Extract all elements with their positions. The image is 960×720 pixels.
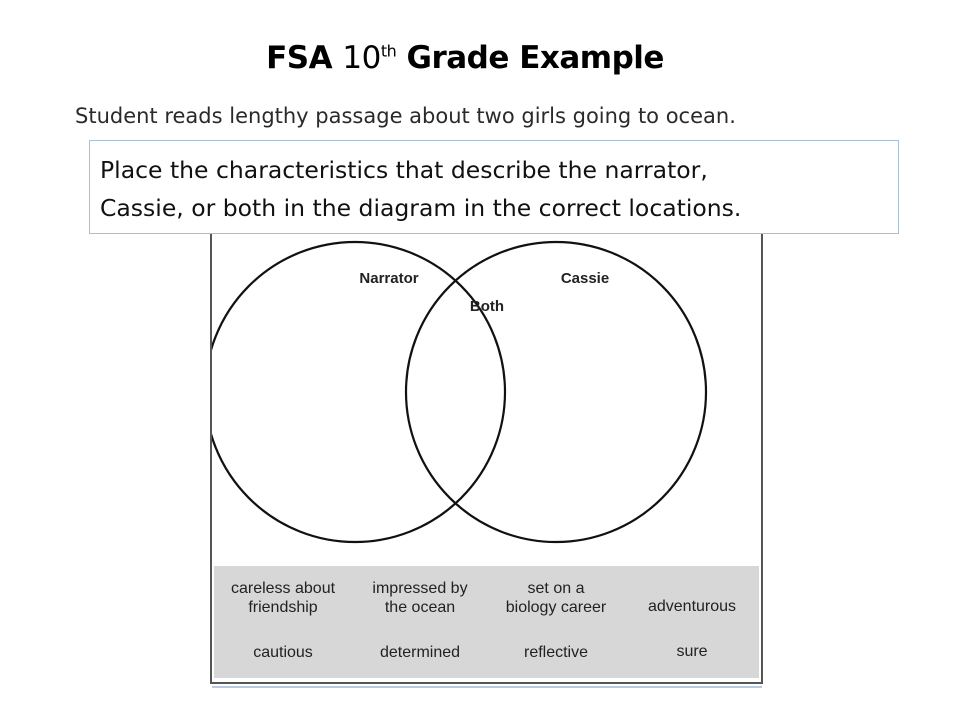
- tile-set-on-a-biology-career[interactable]: set on a biology career: [488, 579, 624, 617]
- slide-subtitle: Student reads lengthy passage about two …: [75, 104, 736, 128]
- answer-tile-tray: careless about friendship impressed by t…: [214, 566, 759, 678]
- tile-text-line-1: impressed by: [372, 580, 468, 597]
- cassie-drop-zone[interactable]: [404, 240, 708, 544]
- title-grade: 10: [342, 40, 381, 76]
- tile-text-line-2: the ocean: [384, 599, 456, 616]
- tile-cautious[interactable]: cautious: [215, 643, 351, 662]
- tile-text-line-2: friendship: [248, 599, 318, 616]
- venn-question-panel: Narrator Cassie Both careless about frie…: [210, 232, 763, 684]
- panel-bottom-divider: [212, 686, 762, 688]
- venn-diagram: Narrator Cassie Both: [212, 240, 708, 544]
- tile-adventurous[interactable]: adventurous: [624, 597, 760, 616]
- title-rest: Grade Example: [406, 40, 665, 76]
- tile-text: sure: [676, 643, 708, 660]
- tile-determined[interactable]: determined: [352, 643, 488, 662]
- tile-careless-about-friendship[interactable]: careless about friendship: [215, 579, 351, 617]
- narrator-drop-zone[interactable]: [212, 240, 507, 544]
- instruction-line-2: Cassie, or both in the diagram in the co…: [100, 194, 742, 222]
- tile-text-line-1: careless about: [230, 580, 336, 597]
- title-grade-suffix: th: [380, 41, 397, 61]
- tile-text-line-2: biology career: [505, 599, 607, 616]
- tile-text: cautious: [253, 644, 313, 661]
- instruction-line-1: Place the characteristics that describe …: [100, 156, 708, 184]
- tile-sure[interactable]: sure: [624, 642, 760, 661]
- cassie-label: Cassie: [561, 270, 609, 287]
- both-label: Both: [470, 298, 504, 315]
- slide-title: FSA 10th Grade Example: [0, 40, 930, 76]
- narrator-label: Narrator: [359, 270, 418, 287]
- tile-text-line-1: set on a: [527, 580, 585, 597]
- title-prefix: FSA: [266, 40, 333, 76]
- tile-text: reflective: [523, 644, 589, 661]
- instruction-box: Place the characteristics that describe …: [89, 140, 899, 234]
- tile-reflective[interactable]: reflective: [488, 643, 624, 662]
- tile-text-line-1: adventurous: [647, 598, 737, 615]
- tile-text: determined: [379, 644, 461, 661]
- tile-impressed-by-the-ocean[interactable]: impressed by the ocean: [352, 579, 488, 617]
